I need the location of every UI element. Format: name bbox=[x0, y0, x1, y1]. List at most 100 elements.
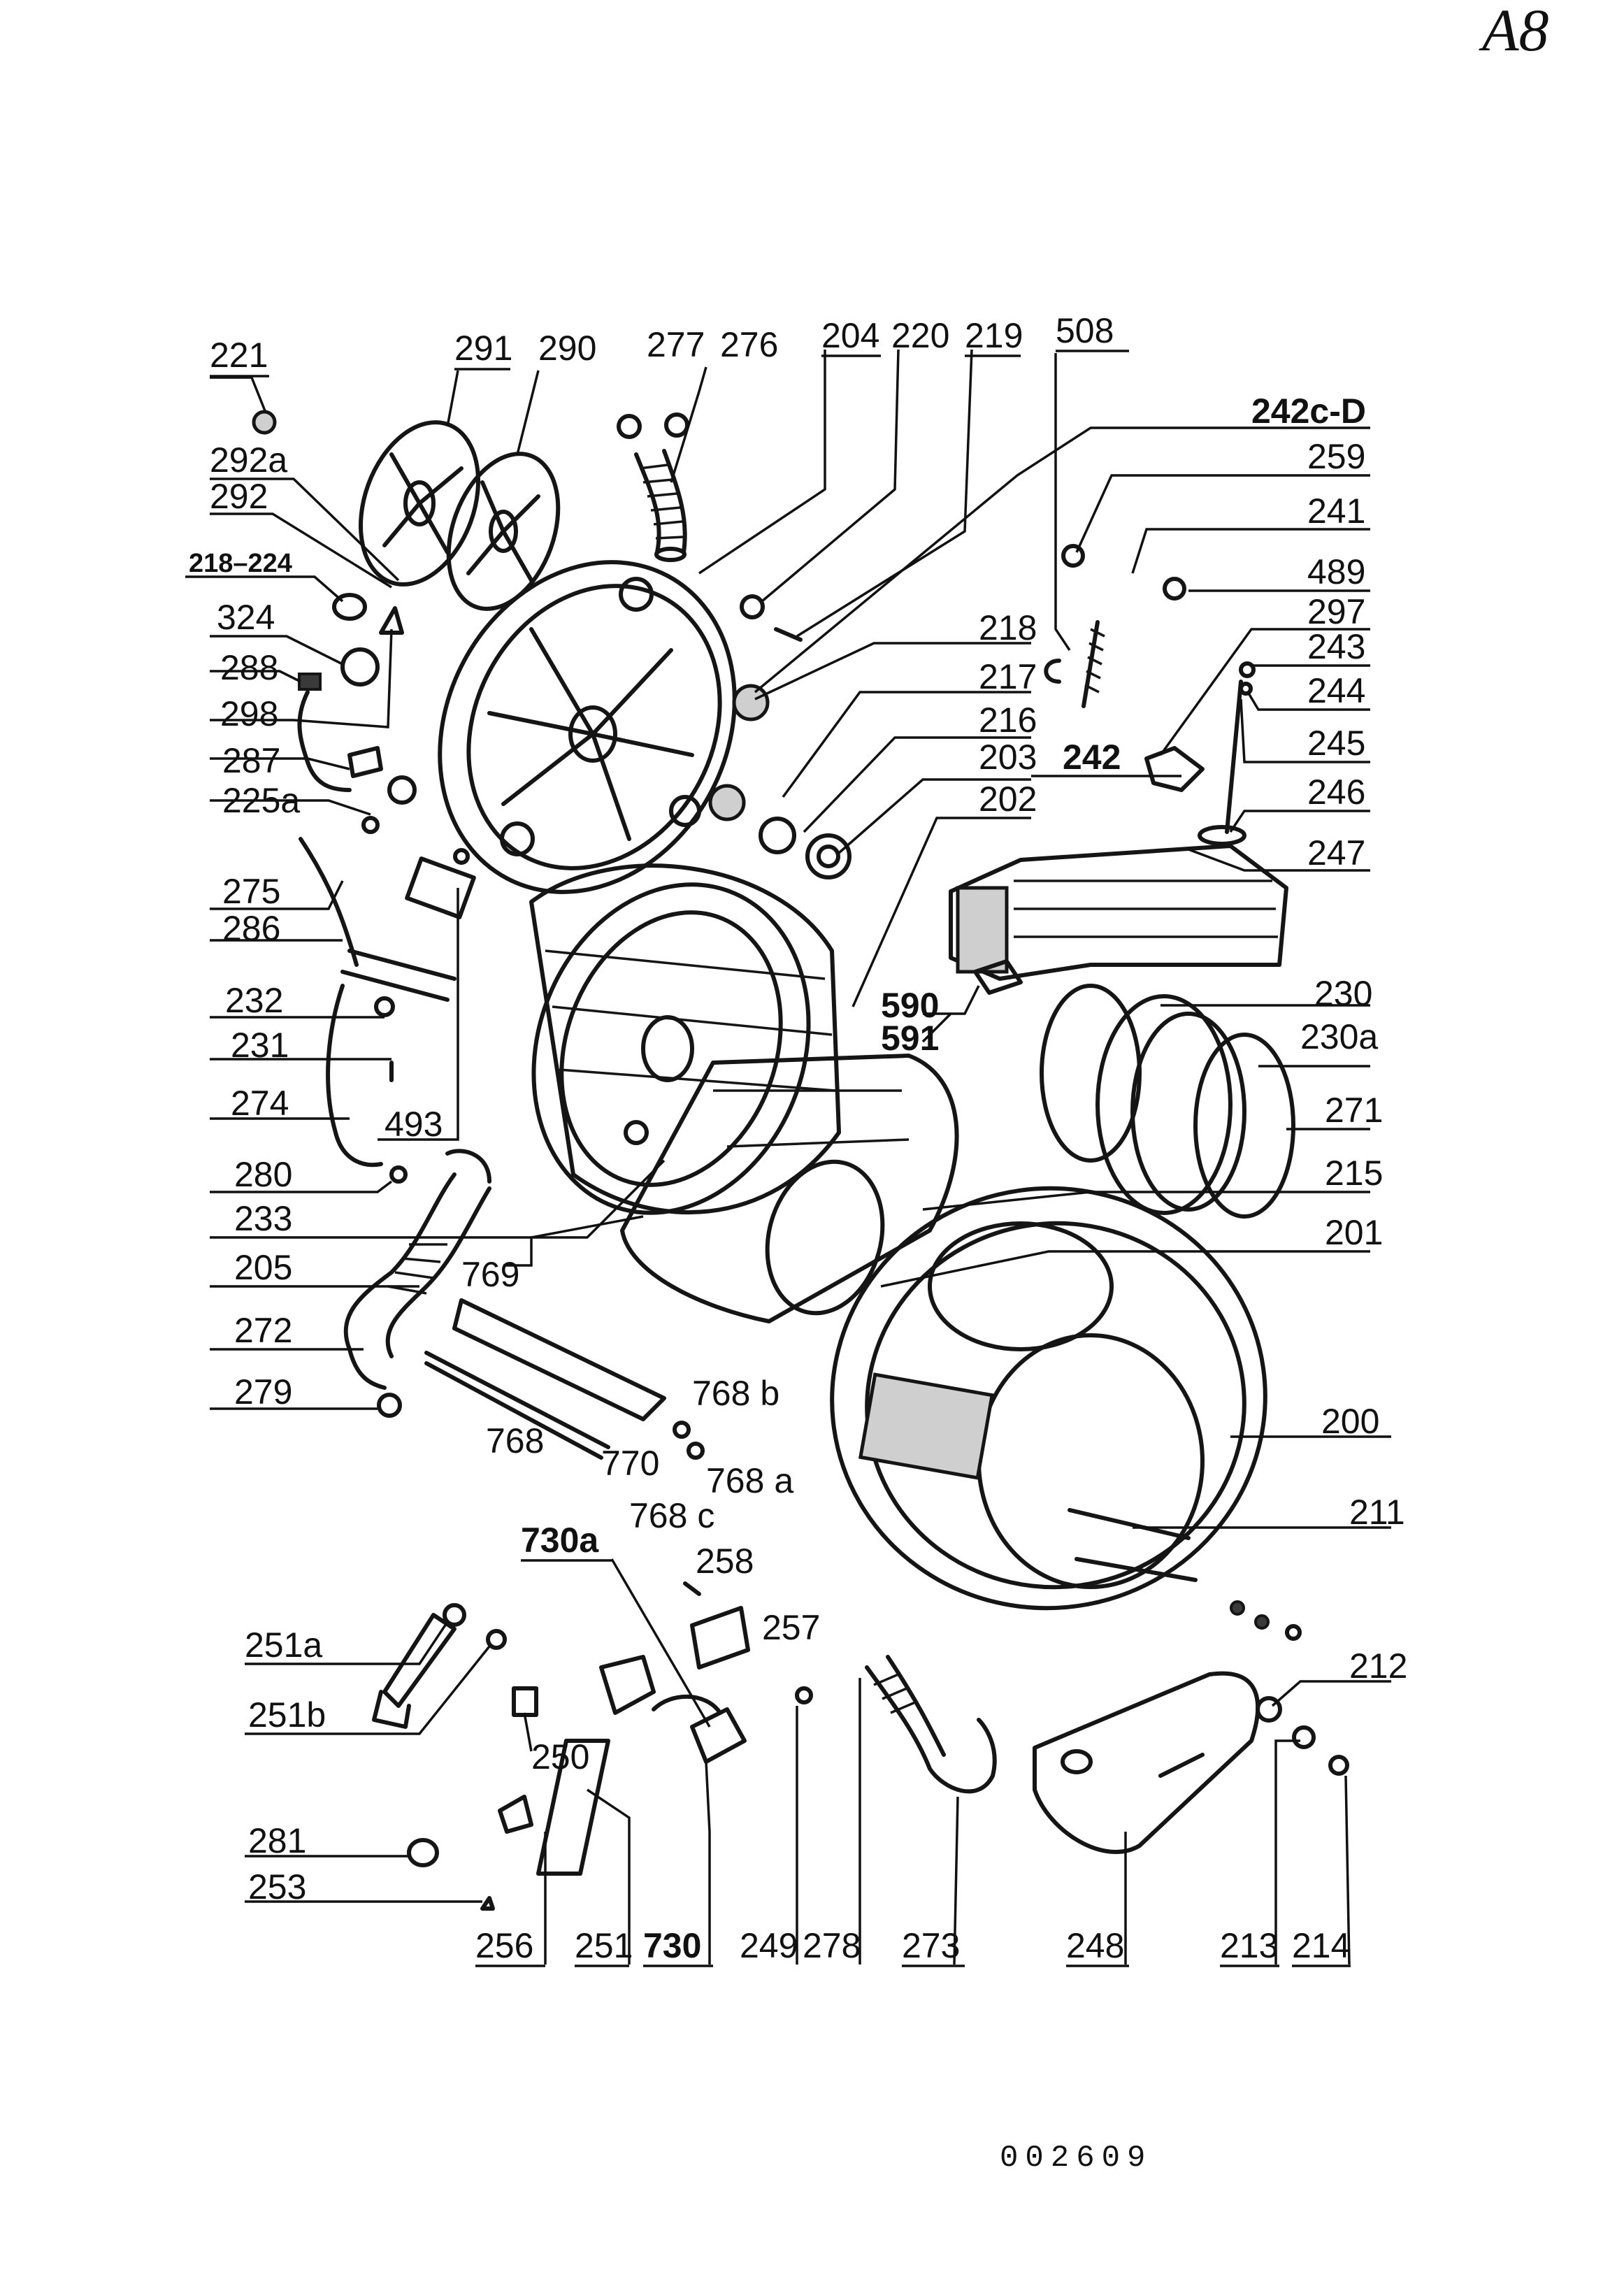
label-591: 591 bbox=[881, 1019, 939, 1058]
label-250: 250 bbox=[531, 1737, 589, 1776]
plate-590 bbox=[973, 959, 1023, 995]
label-259: 259 bbox=[1307, 437, 1365, 476]
label-211: 211 bbox=[1349, 1493, 1405, 1532]
label-233: 233 bbox=[234, 1199, 292, 1238]
label-273: 273 bbox=[902, 1926, 960, 1965]
label-768b: 768 b bbox=[692, 1374, 779, 1413]
label-489: 489 bbox=[1307, 552, 1365, 591]
label-243: 243 bbox=[1307, 627, 1365, 666]
part-216 bbox=[759, 817, 796, 854]
label-213: 213 bbox=[1220, 1926, 1278, 1965]
part-220 bbox=[740, 594, 765, 619]
label-220: 220 bbox=[891, 316, 949, 355]
label-248: 248 bbox=[1066, 1926, 1124, 1965]
label-202: 202 bbox=[979, 780, 1037, 819]
counterweight-247 bbox=[949, 844, 1288, 981]
label-204: 204 bbox=[821, 316, 879, 355]
label-271: 271 bbox=[1325, 1091, 1383, 1130]
label-218-224: 218–224 bbox=[189, 549, 292, 578]
spring-242 bbox=[1044, 544, 1186, 708]
page-mark: A8 bbox=[1479, 0, 1549, 64]
label-730a: 730a bbox=[521, 1521, 599, 1560]
label-203: 203 bbox=[979, 738, 1037, 777]
label-324: 324 bbox=[217, 598, 275, 637]
drawing-number: 002609 bbox=[1000, 2141, 1152, 2176]
label-225a: 225a bbox=[222, 781, 300, 820]
pulley-291-290 bbox=[358, 420, 561, 611]
label-286: 286 bbox=[222, 909, 280, 948]
label-278: 278 bbox=[803, 1926, 861, 1965]
counterweight-248 bbox=[1033, 1671, 1260, 1854]
label-215: 215 bbox=[1325, 1154, 1383, 1193]
clamp-730 bbox=[690, 1707, 747, 1764]
label-200: 200 bbox=[1321, 1402, 1379, 1441]
label-244: 244 bbox=[1307, 671, 1365, 710]
parts-drawing bbox=[252, 410, 1349, 1911]
label-508: 508 bbox=[1056, 311, 1114, 350]
part-218-224 bbox=[332, 593, 367, 621]
label-290: 290 bbox=[538, 329, 596, 368]
label-292a: 292a bbox=[210, 440, 287, 480]
label-249: 249 bbox=[740, 1926, 798, 1965]
part-251 bbox=[536, 1739, 610, 1876]
label-277: 277 bbox=[647, 325, 705, 364]
label-280: 280 bbox=[234, 1155, 292, 1194]
label-251a: 251a bbox=[245, 1625, 322, 1665]
label-258: 258 bbox=[696, 1542, 754, 1581]
door-seal-230 bbox=[1040, 984, 1295, 1219]
label-251b: 251b bbox=[248, 1695, 326, 1734]
label-275: 275 bbox=[222, 872, 280, 911]
label-288: 288 bbox=[220, 648, 278, 687]
label-274: 274 bbox=[231, 1084, 289, 1123]
label-218: 218 bbox=[979, 608, 1037, 647]
label-287: 287 bbox=[222, 741, 280, 780]
crossbar-768 bbox=[424, 1298, 705, 1460]
part-labels: 221 291 290 277 276 204 220 219 508 242c… bbox=[189, 311, 1407, 1967]
hose-276 bbox=[617, 412, 689, 562]
leader-lines bbox=[185, 349, 1391, 1965]
label-276: 276 bbox=[720, 325, 778, 364]
front-panel-200 bbox=[830, 1186, 1267, 1611]
part-257 bbox=[690, 1606, 750, 1669]
label-730: 730 bbox=[643, 1926, 701, 1965]
part-280 bbox=[389, 1165, 408, 1184]
part-281 bbox=[407, 1838, 439, 1867]
label-216: 216 bbox=[979, 701, 1037, 740]
label-590: 590 bbox=[881, 986, 939, 1025]
label-242c-d: 242c-D bbox=[1251, 392, 1366, 431]
label-241: 241 bbox=[1307, 491, 1365, 531]
sump-hose-205 bbox=[343, 1149, 491, 1418]
label-768: 768 bbox=[486, 1421, 544, 1460]
part-219 bbox=[774, 627, 803, 642]
label-205: 205 bbox=[234, 1248, 292, 1287]
front-tub-201 bbox=[620, 1054, 959, 1323]
part-288 bbox=[298, 673, 322, 691]
label-232: 232 bbox=[225, 981, 283, 1020]
label-279: 279 bbox=[234, 1372, 292, 1412]
part-249 bbox=[795, 1686, 813, 1704]
label-493: 493 bbox=[385, 1105, 443, 1144]
label-281: 281 bbox=[248, 1821, 306, 1860]
label-291: 291 bbox=[454, 329, 512, 368]
label-246: 246 bbox=[1307, 773, 1365, 812]
part-217 bbox=[708, 784, 746, 821]
part-212 bbox=[1256, 1696, 1282, 1723]
part-213 bbox=[1292, 1725, 1316, 1749]
drain-hose-273 bbox=[865, 1655, 997, 1794]
label-768c: 768 c bbox=[629, 1496, 714, 1535]
label-231: 231 bbox=[231, 1026, 289, 1065]
label-253: 253 bbox=[248, 1867, 306, 1906]
part-221 bbox=[252, 410, 277, 435]
part-203 bbox=[805, 833, 851, 879]
label-217: 217 bbox=[979, 657, 1037, 696]
part-253 bbox=[480, 1896, 495, 1911]
part-279 bbox=[377, 1393, 402, 1418]
label-230: 230 bbox=[1314, 974, 1372, 1013]
part-324 bbox=[340, 647, 380, 687]
label-201: 201 bbox=[1325, 1213, 1383, 1252]
label-292: 292 bbox=[210, 477, 268, 516]
label-251: 251 bbox=[575, 1926, 633, 1965]
label-214: 214 bbox=[1292, 1926, 1350, 1965]
label-221: 221 bbox=[210, 336, 268, 375]
shock-absorber-251a bbox=[372, 1603, 507, 1729]
